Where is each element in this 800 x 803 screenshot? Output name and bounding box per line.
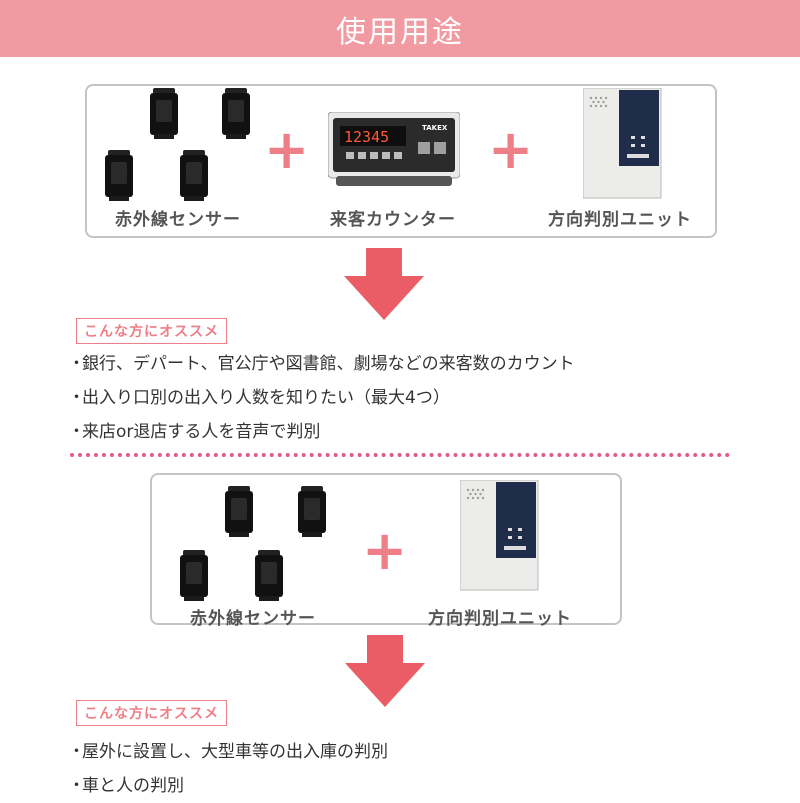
counter-brand: TAKEX [422, 124, 448, 132]
sensor-unit [180, 550, 208, 602]
bullet-mark: ・ [68, 742, 85, 762]
visitor-counter-icon: 12345 TAKEX [327, 111, 461, 194]
direction-unit-icon [459, 479, 540, 596]
page-title: 使用用途 [336, 14, 464, 50]
item-caption-sensor: 赤外線センサー [190, 609, 316, 629]
list-item: ・来店or退店する人を音声で判別 [68, 415, 575, 449]
list-item-text: 出入り口別の出入り人数を知りたい（最大4つ） [82, 388, 450, 408]
list-item-text: 銀行、デパート、官公庁や図書館、劇場などの来客数のカウント [82, 354, 575, 374]
item-caption-direction-unit: 方向判別ユニット [548, 210, 692, 230]
recommend-badge: こんな方にオススメ [76, 700, 227, 726]
list-item: ・車と人の判別 [68, 769, 388, 803]
sensor-unit [180, 150, 208, 202]
page-header: 使用用途 [0, 0, 800, 57]
sensor-unit [105, 150, 133, 202]
sensor-unit [298, 486, 326, 538]
bullet-mark: ・ [68, 422, 85, 442]
plus-icon: + [264, 118, 310, 181]
recommend-badge: こんな方にオススメ [76, 318, 227, 344]
sensor-unit [255, 550, 283, 602]
sensor-unit [222, 88, 250, 140]
list-item-text: 来店or退店する人を音声で判別 [82, 422, 321, 442]
sensor-unit [225, 486, 253, 538]
direction-unit-icon [582, 87, 663, 204]
list-item: ・銀行、デパート、官公庁や図書館、劇場などの来客数のカウント [68, 347, 575, 381]
plus-icon: + [488, 118, 534, 181]
bullet-mark: ・ [68, 354, 85, 374]
down-arrow-icon [345, 635, 425, 711]
bullet-mark: ・ [68, 388, 85, 408]
item-caption-direction-unit: 方向判別ユニット [428, 609, 572, 629]
item-caption-sensor: 赤外線センサー [115, 210, 241, 230]
plus-icon: + [362, 519, 408, 582]
sensor-unit [150, 88, 178, 140]
recommend-list-1: ・銀行、デパート、官公庁や図書館、劇場などの来客数のカウント ・出入り口別の出入… [68, 347, 575, 449]
list-item-text: 車と人の判別 [82, 776, 184, 796]
list-item-text: 屋外に設置し、大型車等の出入庫の判別 [82, 742, 388, 762]
list-item: ・屋外に設置し、大型車等の出入庫の判別 [68, 735, 388, 769]
list-item: ・出入り口別の出入り人数を知りたい（最大4つ） [68, 381, 575, 415]
section-divider [70, 453, 730, 457]
down-arrow-icon [344, 248, 424, 324]
bullet-mark: ・ [68, 776, 85, 796]
recommend-list-2: ・屋外に設置し、大型車等の出入庫の判別 ・車と人の判別 [68, 735, 388, 803]
item-caption-counter: 来客カウンター [330, 210, 456, 230]
counter-display: 12345 [344, 128, 389, 146]
